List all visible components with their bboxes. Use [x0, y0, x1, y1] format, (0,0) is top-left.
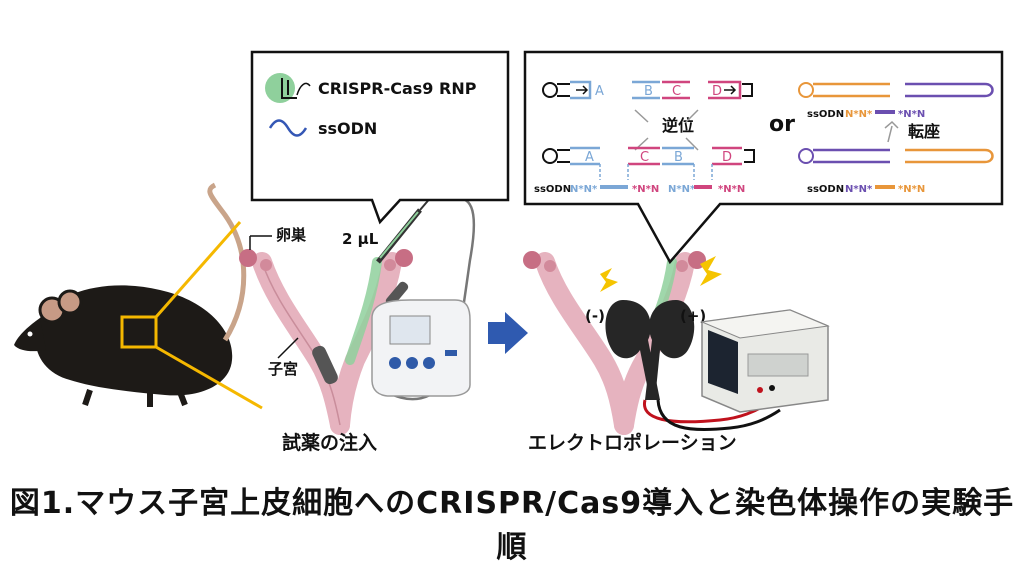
process-arrow	[488, 312, 528, 354]
ssodn-inversion-label: ssODN	[534, 184, 571, 195]
segment-a-result: A	[585, 150, 594, 165]
segment-c-inverted: C	[640, 150, 649, 165]
ovary-label: 卵巣	[276, 226, 307, 244]
ssodn-seq-1: N*N*	[570, 184, 598, 195]
figure-caption: 図1.マウス子宮上皮細胞へのCRISPR/Cas9導入と染色体操作の実験手順	[9, 486, 1015, 565]
mouse-illustration	[14, 182, 247, 407]
injection-pump	[371, 299, 471, 397]
ssodn-seq-7: N*N*	[845, 184, 873, 195]
rnp-label: CRISPR-Cas9 RNP	[318, 79, 477, 98]
zoom-line-top	[154, 221, 242, 318]
translocation-original-chromosomes	[798, 82, 994, 164]
segment-d: D	[712, 84, 722, 99]
segment-d-result: D	[722, 150, 732, 165]
ssodn-seq-8: *N*N	[898, 184, 925, 195]
segment-a: A	[595, 84, 604, 99]
volume-label: 2 μL	[342, 230, 379, 248]
ssodn-translocation-label-2: ssODN	[807, 184, 844, 195]
negative-electrode-label: (-)	[585, 307, 605, 325]
electroporator-device	[700, 309, 830, 413]
red-cable	[643, 399, 771, 424]
ssodn-seq-2: *N*N	[632, 184, 659, 195]
inversion-original-chromosome: A B C D	[542, 80, 753, 100]
segment-c: C	[672, 84, 681, 99]
spark-right-icon	[700, 256, 722, 286]
ssodn-seq-6: *N*N	[898, 109, 925, 120]
segment-b: B	[644, 84, 653, 99]
ssodn-label: ssODN	[318, 119, 377, 138]
ssodn-translocation-label-1: ssODN	[807, 109, 844, 120]
black-cable	[656, 399, 781, 431]
or-label: or	[769, 112, 795, 137]
zoom-line-bottom	[155, 345, 263, 410]
inversion-result-chromosome: A C B D	[542, 146, 755, 180]
electroporation-step-label: エレクトロポレーション	[528, 432, 737, 454]
uterus-label: 子宮	[268, 360, 298, 378]
reagent-legend-bubble: CRISPR-Cas9 RNP ssODN	[250, 50, 510, 225]
spark-left-icon	[600, 268, 618, 292]
chromosome-editing-bubble: A B C D 逆位 A C B D ssODN N*	[523, 50, 1004, 265]
ssodn-seq-5: N*N*	[845, 109, 873, 120]
uterus-diagram-left	[239, 249, 413, 435]
segment-b-inverted: B	[674, 150, 683, 165]
translocation-label: 転座	[908, 122, 940, 141]
electrodes	[600, 256, 722, 400]
ssodn-wave-icon	[268, 119, 308, 137]
ssodn-seq-4: *N*N	[718, 184, 745, 195]
ssodn-seq-3: N*N*	[668, 184, 696, 195]
positive-electrode-label: (+)	[680, 307, 706, 325]
inversion-label: 逆位	[662, 116, 694, 135]
injection-step-label: 試薬の注入	[282, 432, 378, 454]
